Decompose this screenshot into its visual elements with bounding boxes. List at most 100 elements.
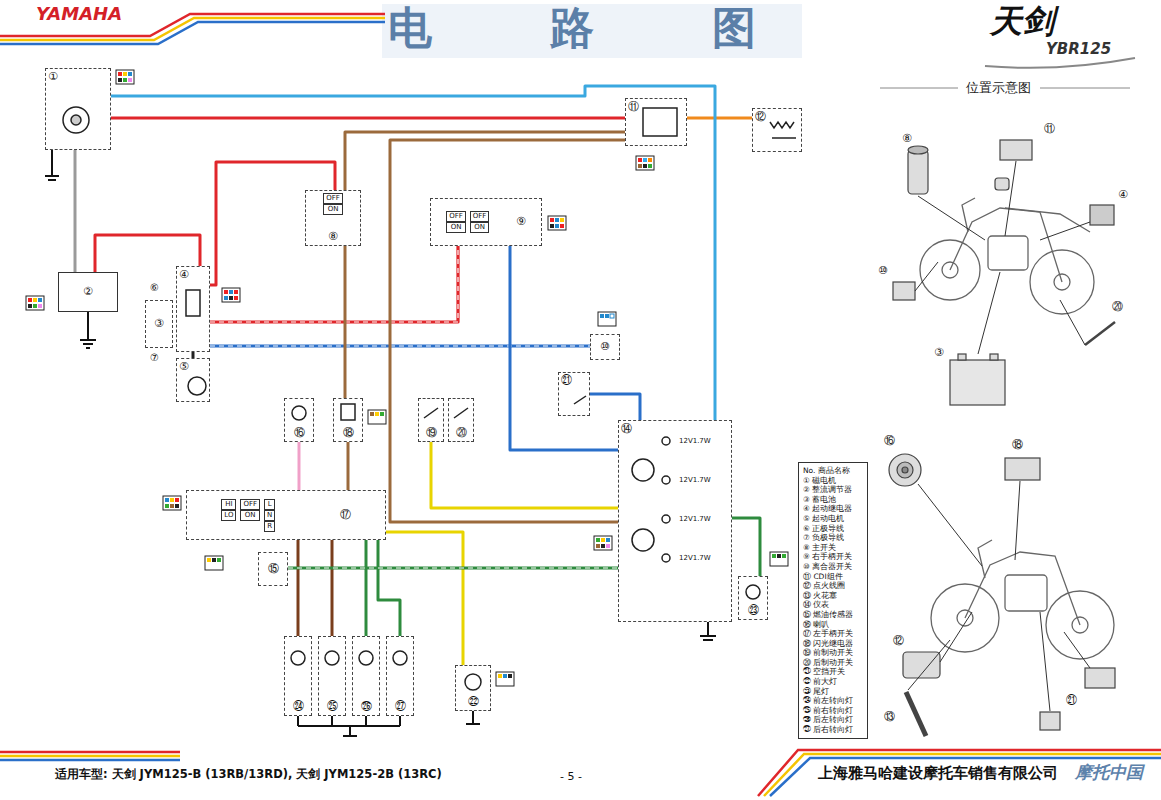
component-symbol bbox=[325, 651, 339, 665]
lamp-label: 12V1.7W bbox=[677, 515, 713, 524]
wire-line bbox=[390, 140, 625, 522]
brake-switch-box: ⑲ bbox=[418, 398, 444, 442]
lamp-label: 12V1.7W bbox=[677, 554, 713, 563]
connector-icon bbox=[370, 412, 374, 416]
part-sketch bbox=[995, 178, 1009, 190]
heading-rule bbox=[880, 88, 958, 89]
callout-number: ㉓ bbox=[748, 605, 759, 617]
connector-icon bbox=[224, 296, 228, 300]
parts-list-item: ⑱ 闪光继电器 bbox=[803, 639, 863, 649]
starter-relay-box: ④ bbox=[176, 266, 210, 352]
turn-signal-box: ㉗ bbox=[386, 636, 414, 716]
headlight-box: ㉒ bbox=[455, 665, 491, 711]
callout-number: ⑤ bbox=[179, 361, 189, 373]
heading-rule bbox=[1040, 88, 1130, 89]
component-symbol bbox=[632, 529, 654, 551]
turn-signal-box: ㉖ bbox=[352, 636, 380, 716]
connector-icon bbox=[596, 544, 600, 548]
component-symbol bbox=[643, 108, 677, 136]
connector-icon bbox=[550, 224, 554, 228]
motorcycle-sketch bbox=[950, 208, 1062, 282]
parts-list-item: ㉑ 空挡开关 bbox=[803, 667, 863, 677]
ground-symbol bbox=[707, 622, 709, 636]
callout-number: ⑰ bbox=[340, 509, 351, 521]
connector-icon bbox=[548, 216, 566, 230]
connector-icon bbox=[368, 410, 386, 424]
component-symbol bbox=[393, 651, 407, 665]
switch-column: LNR bbox=[264, 499, 275, 532]
wire-line bbox=[378, 540, 400, 636]
meter-box: ⑭12V1.7W12V1.7W12V1.7W12V1.7W bbox=[618, 420, 732, 622]
component-symbol bbox=[574, 396, 586, 404]
callout-number: ⑱ bbox=[343, 427, 354, 439]
motorcycle-sketch bbox=[978, 540, 992, 578]
wire-line bbox=[111, 86, 715, 420]
callout-number: ⑫ bbox=[755, 111, 766, 123]
connector-icon bbox=[638, 158, 642, 162]
wire bbox=[299, 442, 300, 490]
wire bbox=[111, 86, 715, 420]
wire bbox=[732, 518, 760, 576]
switch-column: HILO bbox=[221, 499, 236, 532]
wire-line bbox=[74, 150, 77, 272]
switch-cell: HI bbox=[221, 499, 236, 510]
wire bbox=[348, 442, 349, 490]
footer-stripes bbox=[0, 755, 180, 758]
leader-line bbox=[908, 640, 950, 690]
callout-number: ⑧ bbox=[902, 132, 912, 145]
component-symbol bbox=[662, 437, 670, 445]
connector-icon bbox=[33, 304, 37, 308]
component-symbol bbox=[632, 459, 654, 481]
wire bbox=[111, 118, 625, 119]
connector-icon bbox=[205, 556, 223, 570]
page-title: 电路图 bbox=[388, 2, 874, 55]
switch-cell: OFF bbox=[470, 211, 490, 222]
component-symbol bbox=[71, 115, 81, 125]
connector-icon bbox=[782, 554, 786, 558]
ground-symbol bbox=[399, 716, 401, 726]
connector-icon bbox=[207, 558, 211, 562]
parts-list-item: ⑧ 主开关 bbox=[803, 543, 863, 553]
part-sketch bbox=[893, 282, 915, 300]
callout-number: ㉕ bbox=[327, 701, 338, 713]
parts-list-item: ④ 起动继电器 bbox=[803, 504, 863, 514]
switch-cell: N bbox=[264, 510, 275, 521]
ground-symbol bbox=[703, 639, 713, 641]
part-sketch bbox=[897, 462, 913, 478]
connector-icon bbox=[636, 156, 654, 170]
main-switch-box: OFFON⑧ bbox=[305, 190, 361, 246]
wire bbox=[210, 346, 590, 347]
wire-line bbox=[298, 442, 301, 490]
footer-stripes bbox=[758, 750, 1161, 796]
page-number: - 5 - bbox=[560, 770, 582, 783]
connector-icon bbox=[163, 496, 181, 510]
switch-cell: ON bbox=[240, 510, 260, 521]
parts-list-item: ⑰ 左手柄开关 bbox=[803, 629, 863, 639]
leader-line bbox=[908, 161, 1090, 711]
wire-line bbox=[297, 540, 300, 636]
switch-cell: ON bbox=[470, 222, 490, 233]
connector-icon bbox=[116, 70, 134, 84]
part-sketch bbox=[908, 146, 928, 154]
component-symbol bbox=[359, 651, 373, 665]
callout-number: ③ bbox=[154, 318, 164, 330]
model-logo: YBR125 bbox=[1046, 40, 1111, 58]
switch-cell: OFF bbox=[240, 499, 260, 510]
connector-icon bbox=[175, 504, 179, 508]
callout-number: ⑳ bbox=[1112, 300, 1123, 313]
wire bbox=[210, 162, 335, 285]
connector-icon bbox=[594, 536, 612, 550]
switch-column: OFFON bbox=[323, 193, 343, 215]
component-symbol bbox=[770, 122, 794, 128]
connector-icon bbox=[560, 218, 564, 222]
part-sketch bbox=[1085, 668, 1115, 688]
callout-number: ⑲ bbox=[426, 427, 437, 439]
connector-icon bbox=[234, 290, 238, 294]
connector-icon bbox=[128, 78, 132, 82]
callout-number: ㉑ bbox=[561, 375, 572, 387]
connector-icon bbox=[606, 544, 610, 548]
wire bbox=[75, 150, 76, 272]
part-sketch bbox=[906, 692, 926, 736]
